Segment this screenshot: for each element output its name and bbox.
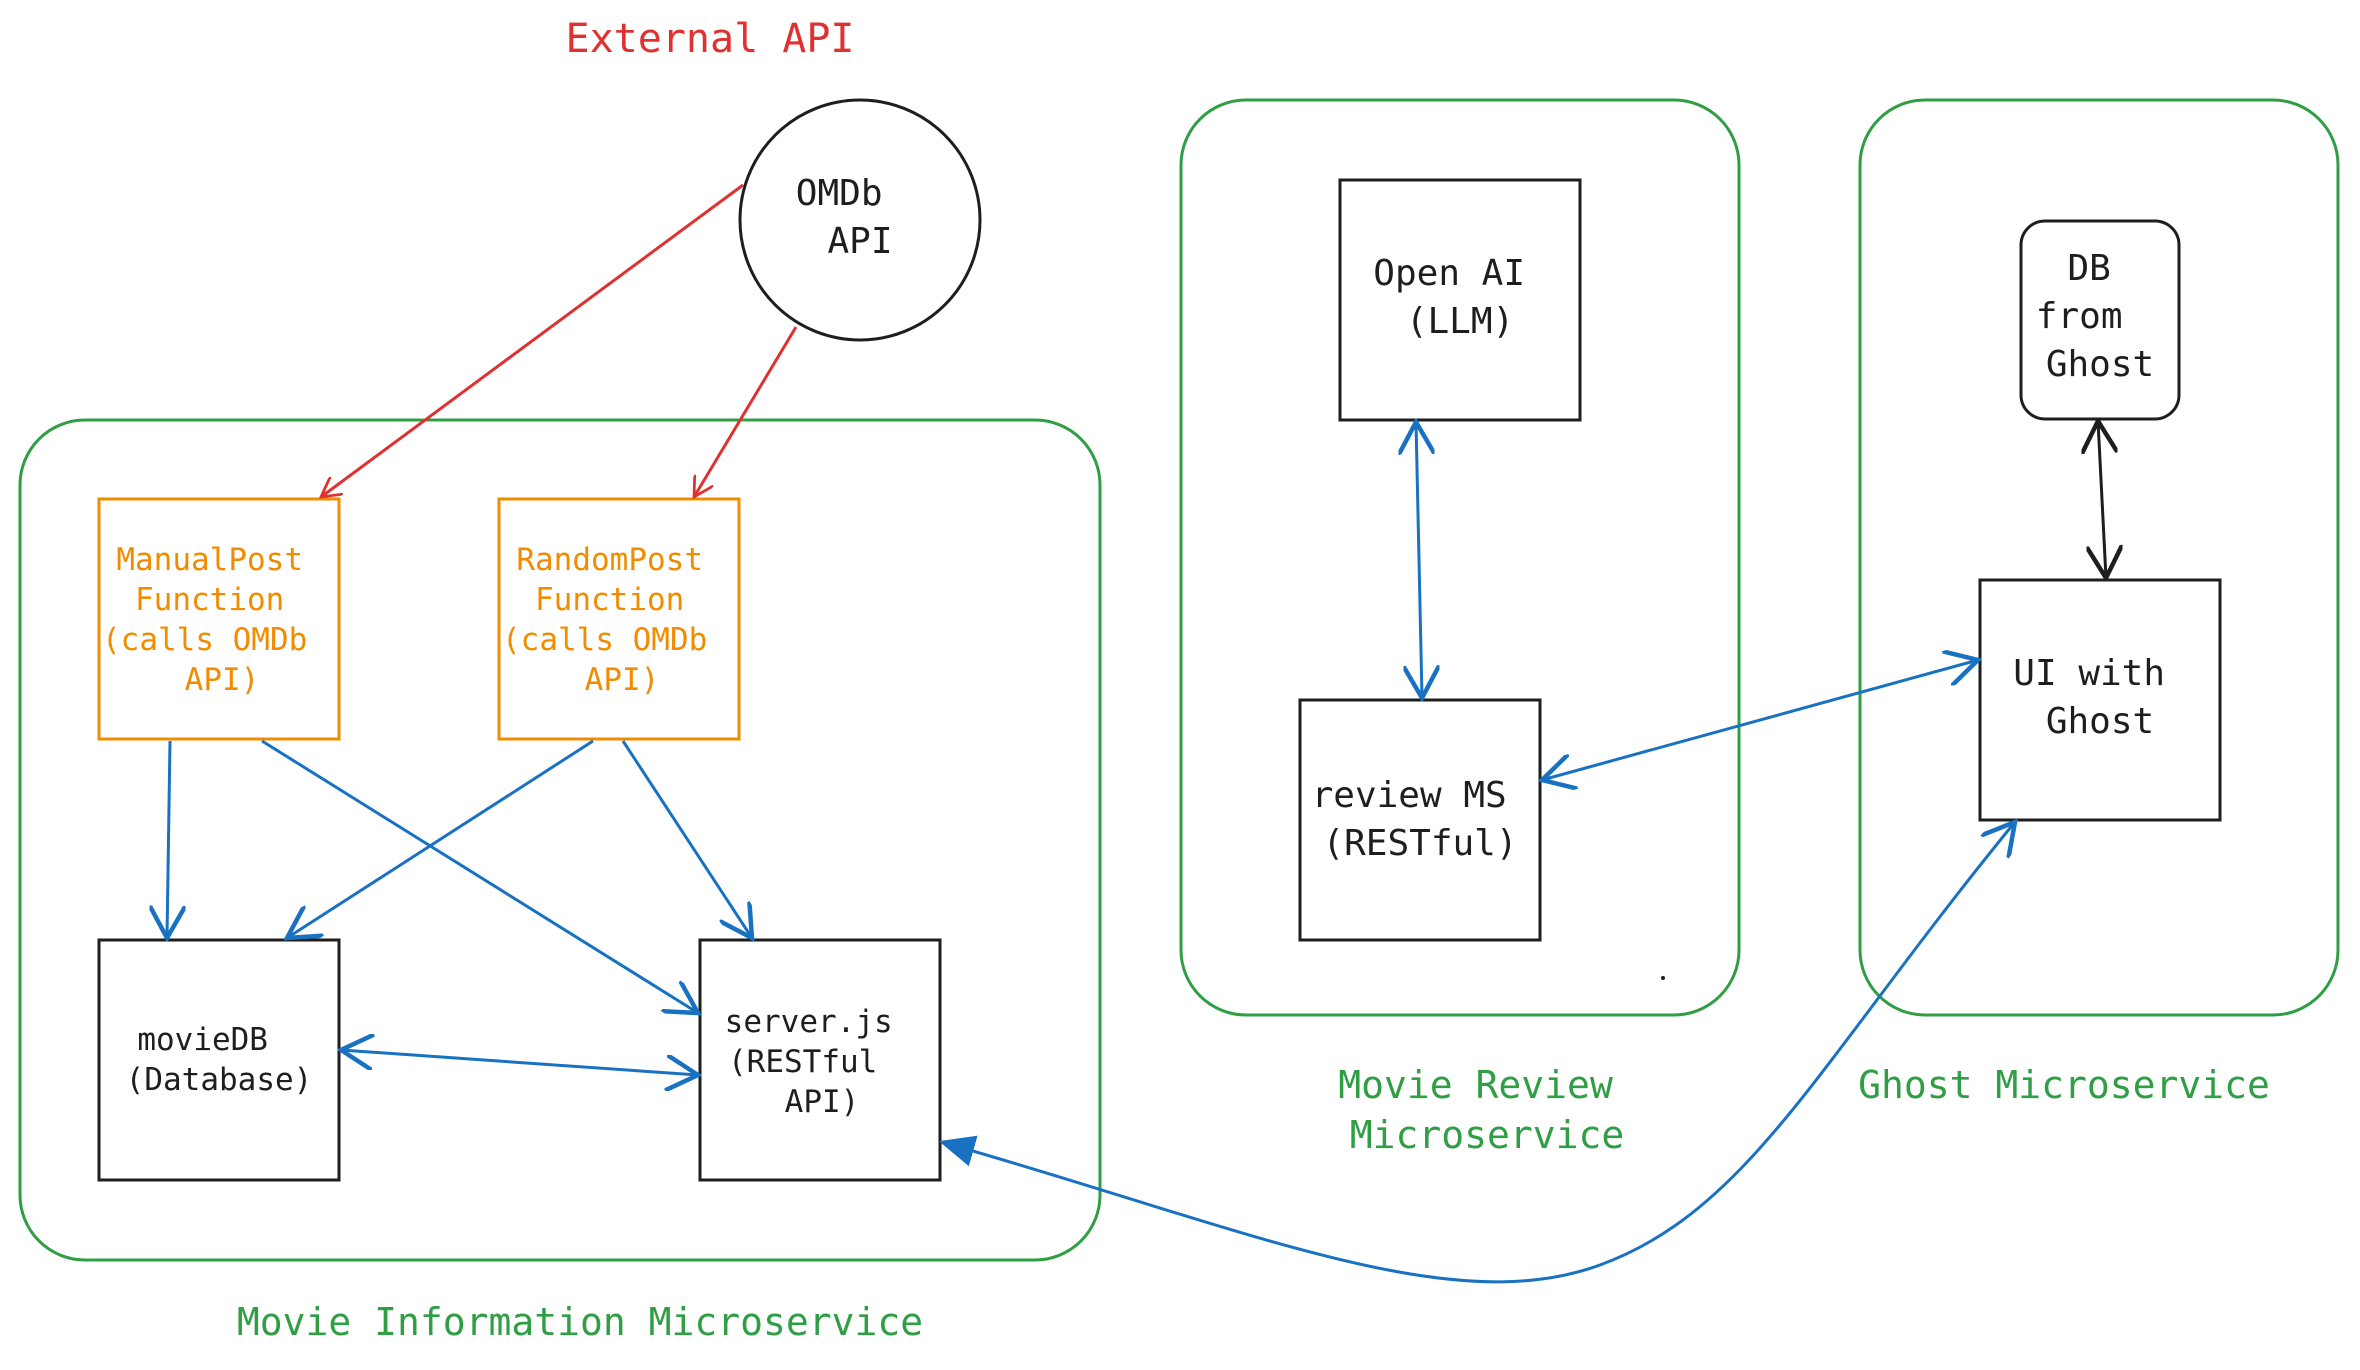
moviedb-node <box>97 938 341 1182</box>
arrow-serverjs-uighost <box>942 822 2015 1284</box>
arrow-omdb-to-manualpost <box>321 183 744 497</box>
review-ms-node <box>1298 698 1542 942</box>
stray-dot <box>1661 976 1665 980</box>
ui-with-ghost-node <box>1978 578 2222 822</box>
omdb-api-text: OMDb API <box>796 173 904 262</box>
random-post-function-node <box>497 497 741 741</box>
arrow-randompost-to-moviedb <box>287 739 594 938</box>
arrow-manualpost-to-moviedb <box>167 740 170 938</box>
manual-post-function-node <box>97 497 341 741</box>
movie-review-ms-label: Movie Review Microservice <box>1338 1063 1635 1157</box>
movie-review-ms-group <box>1179 98 1741 1017</box>
arrow-omdb-to-randompost <box>694 326 798 497</box>
external-api-label: External API <box>566 16 855 62</box>
ghost-ms-group <box>1858 98 2340 1017</box>
movie-info-ms-label: Movie Information Microservice <box>237 1300 923 1344</box>
arrow-randompost-to-serverjs <box>621 740 752 938</box>
review-ms-text: review MS (RESTful) <box>1312 775 1529 864</box>
openai-node <box>1338 178 1582 422</box>
manual-post-function-text: ManualPost Function (calls OMDb API) <box>102 542 326 698</box>
arrow-openai-reviewms <box>1416 422 1422 698</box>
random-post-function-text: RandomPost Function (calls OMDb API) <box>502 542 726 698</box>
db-from-ghost-text: DB from Ghost <box>2036 248 2154 385</box>
arrow-reviewms-uighost <box>1542 660 1978 780</box>
moviedb-text: movieDB (Database) <box>126 1022 313 1098</box>
ui-with-ghost-text: UI with Ghost <box>2013 653 2186 742</box>
arrow-moviedb-serverjs <box>341 1050 698 1075</box>
arrow-manualpost-to-serverjs <box>261 739 698 1013</box>
arrow-dbghost-uighost <box>2098 421 2106 578</box>
openai-text: Open AI (LLM) <box>1373 253 1546 342</box>
omdb-api-node <box>738 98 982 342</box>
ghost-ms-label: Ghost Microservice <box>1858 1063 2270 1107</box>
serverjs-text: server.js (RESTful API) <box>725 1004 912 1120</box>
